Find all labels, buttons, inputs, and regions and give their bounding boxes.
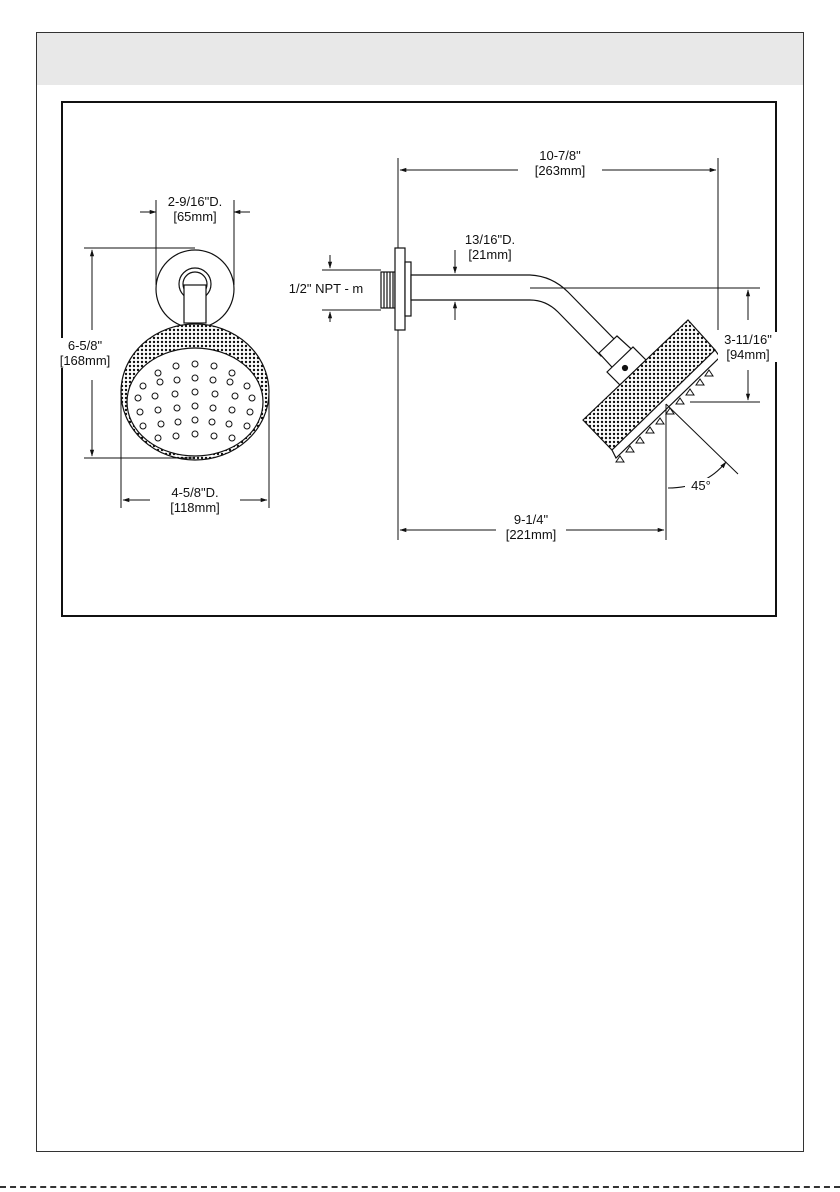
reach-label: 9-1/4" [221mm] <box>496 512 566 542</box>
side-flange-inner <box>405 262 411 316</box>
side-flange <box>395 248 405 330</box>
footer-dashed-line <box>0 1186 840 1188</box>
front-head-dia-label: 4-5/8"D. [118mm] <box>150 485 240 515</box>
side-view <box>381 248 720 462</box>
side-total-length-label: 10-7/8" [263mm] <box>518 148 602 178</box>
angle-label: 45° <box>685 478 717 493</box>
side-arm <box>411 275 616 356</box>
thread-label: 1/2" NPT - m <box>276 281 376 296</box>
front-flange-dia-label: 2-9/16"D. [65mm] <box>150 194 240 224</box>
front-arm <box>184 285 206 323</box>
front-height-label: 6-5/8" [168mm] <box>48 338 122 368</box>
pipe-dia-label: 13/16"D. [21mm] <box>452 232 528 262</box>
head-drop-label: 3-11/16" [94mm] <box>718 332 778 362</box>
